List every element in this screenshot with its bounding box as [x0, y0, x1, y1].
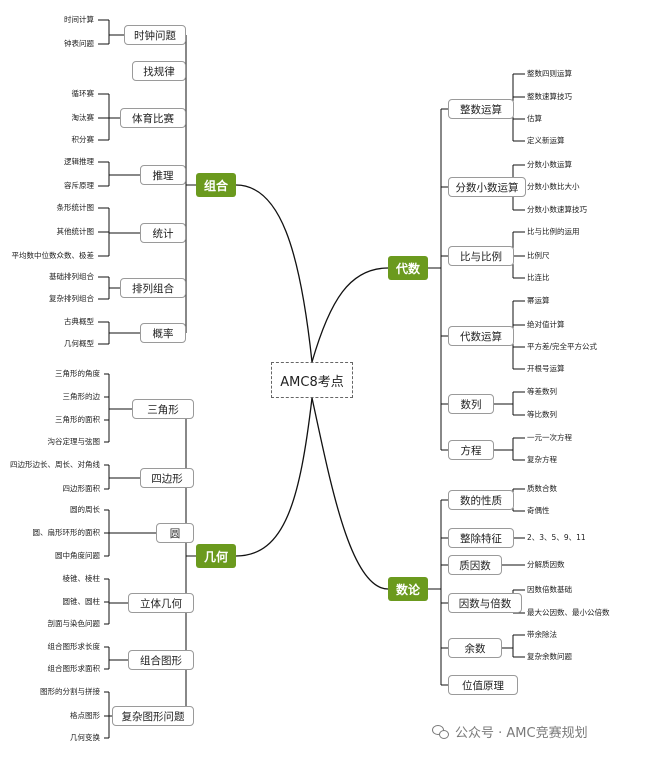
leaf-shulun-4-0: 带余除法	[527, 630, 557, 639]
leaf-daishu-2-1: 比例尺	[527, 251, 550, 260]
root-connector	[311, 267, 389, 363]
branch-shulun-node-2: 质因数	[448, 555, 502, 575]
leaf-zuhe-2-2: 积分赛	[71, 135, 95, 144]
main-node-jihe: 几何	[196, 544, 236, 568]
leaf-jihe-4-1: 组合图形求面积	[47, 664, 101, 673]
branch-zuhe-node-6: 概率	[140, 323, 186, 343]
branch-daishu-node-3: 代数运算	[448, 326, 514, 346]
leaf-shulun-4-1: 复杂余数问题	[527, 652, 572, 661]
leaf-daishu-4-0: 等差数列	[527, 387, 557, 396]
root-connector	[311, 397, 389, 590]
leaf-jihe-4-0: 组合图形求长度	[47, 642, 101, 651]
leaf-daishu-4-1: 等比数列	[527, 410, 557, 419]
leaf-shulun-0-1: 奇偶性	[527, 506, 550, 515]
leaf-shulun-1-0: 2、3、5、9、11	[527, 533, 586, 542]
leaf-daishu-1-0: 分数小数运算	[527, 160, 572, 169]
leaf-zuhe-6-1: 几何概型	[64, 339, 94, 348]
branch-shulun-node-1: 整除特征	[448, 528, 514, 548]
leaf-zuhe-2-1: 淘汰赛	[71, 113, 95, 122]
branch-zuhe-node-1: 找规律	[132, 61, 186, 81]
leaf-jihe-0-1: 三角形的边	[62, 392, 101, 401]
watermark-text: 公众号 · AMC竞赛规划	[455, 726, 588, 741]
main-node-zuhe: 组合	[196, 173, 236, 197]
leaf-jihe-2-1: 圆、扇形环形的面积	[32, 528, 101, 537]
leaf-zuhe-4-0: 条形统计图	[56, 203, 95, 212]
leaf-daishu-1-1: 分数小数比大小	[527, 182, 580, 191]
leaf-zuhe-4-1: 其他统计图	[56, 227, 95, 236]
leaf-daishu-2-2: 比连比	[527, 273, 550, 282]
main-node-shulun: 数论	[388, 577, 428, 601]
branch-daishu-node-5: 方程	[448, 440, 494, 460]
branch-daishu-node-2: 比与比例	[448, 246, 514, 266]
leaf-zuhe-0-0: 时间计算	[64, 15, 94, 24]
leaf-shulun-3-1: 最大公因数、最小公倍数	[527, 608, 610, 617]
branch-zuhe-node-0: 时钟问题	[124, 25, 186, 45]
branch-zuhe-node-2: 体育比赛	[120, 108, 186, 128]
leaf-daishu-0-1: 整数速算技巧	[527, 92, 572, 101]
leaf-daishu-2-0: 比与比例的运用	[527, 227, 580, 236]
branch-shulun-node-4: 余数	[448, 638, 502, 658]
branch-jihe-node-1: 四边形	[140, 468, 194, 488]
leaf-jihe-0-3: 沟谷定理与弦图	[47, 437, 101, 446]
leaf-jihe-5-0: 图形的分割与拼接	[40, 687, 100, 696]
watermark: 公众号 · AMC竞赛规划	[432, 722, 588, 741]
branch-shulun-node-3: 因数与倍数	[448, 593, 522, 613]
branch-zuhe-node-3: 推理	[140, 165, 186, 185]
wechat-icon	[432, 724, 449, 739]
leaf-jihe-3-0: 棱锥、棱柱	[62, 574, 101, 583]
branch-daishu-node-1: 分数小数运算	[448, 177, 526, 197]
leaf-daishu-1-2: 分数小数速算技巧	[527, 205, 587, 214]
branch-jihe-node-3: 立体几何	[128, 593, 194, 613]
leaf-shulun-0-0: 质数合数	[527, 484, 557, 493]
leaf-daishu-3-1: 绝对值计算	[527, 320, 565, 329]
leaf-shulun-2-0: 分解质因数	[527, 560, 565, 569]
leaf-zuhe-3-1: 容斥原理	[64, 181, 94, 190]
branch-shulun-node-0: 数的性质	[448, 490, 514, 510]
branch-jihe-node-0: 三角形	[132, 399, 194, 419]
leaf-zuhe-4-2: 平均数中位数众数、极差	[11, 251, 95, 260]
leaf-jihe-3-2: 剖面与染色问题	[47, 619, 101, 628]
leaf-jihe-5-1: 格点图形	[70, 711, 100, 720]
branch-zuhe-node-4: 统计	[140, 223, 186, 243]
leaf-zuhe-6-0: 古典概型	[64, 317, 94, 326]
leaf-daishu-0-0: 整数四则运算	[527, 69, 572, 78]
branch-daishu-node-0: 整数运算	[448, 99, 514, 119]
leaf-jihe-2-0: 圆的周长	[70, 505, 100, 514]
leaf-daishu-3-3: 开根号运算	[527, 364, 565, 373]
leaf-daishu-0-3: 定义新运算	[527, 136, 565, 145]
leaf-daishu-0-2: 估算	[527, 114, 542, 123]
leaf-jihe-5-2: 几何变换	[70, 733, 100, 742]
leaf-zuhe-2-0: 循环赛	[71, 89, 95, 98]
leaf-jihe-1-0: 四边形边长、周长、对角线	[10, 460, 100, 469]
root-node: AMC8考点	[271, 362, 353, 398]
leaf-daishu-5-1: 复杂方程	[527, 455, 557, 464]
leaf-zuhe-3-0: 逻辑推理	[64, 157, 94, 166]
leaf-zuhe-5-1: 复杂排列组合	[49, 294, 94, 303]
leaf-shulun-3-0: 因数倍数基础	[527, 585, 572, 594]
root-connector	[235, 184, 313, 363]
leaf-daishu-3-0: 幂运算	[527, 296, 550, 305]
leaf-jihe-2-2: 圆中角度问题	[55, 551, 100, 560]
leaf-jihe-0-0: 三角形的角度	[55, 369, 100, 378]
leaf-daishu-5-0: 一元一次方程	[527, 433, 572, 442]
branch-daishu-node-4: 数列	[448, 394, 494, 414]
leaf-jihe-3-1: 圆锥、圆柱	[62, 597, 101, 606]
leaf-jihe-1-1: 四边形面积	[62, 484, 101, 493]
branch-jihe-node-4: 组合图形	[128, 650, 194, 670]
leaf-jihe-0-2: 三角形的面积	[55, 415, 100, 424]
branch-zuhe-node-5: 排列组合	[120, 278, 186, 298]
root-connector	[235, 397, 313, 557]
leaf-zuhe-0-1: 钟表问题	[64, 39, 94, 48]
branch-jihe-node-2: 圆	[156, 523, 194, 543]
leaf-zuhe-5-0: 基础排列组合	[49, 272, 94, 281]
leaf-daishu-3-2: 平方差/完全平方公式	[527, 342, 598, 351]
branch-shulun-node-5: 位值原理	[448, 675, 518, 695]
branch-jihe-node-5: 复杂图形问题	[112, 706, 194, 726]
main-node-daishu: 代数	[388, 256, 428, 280]
